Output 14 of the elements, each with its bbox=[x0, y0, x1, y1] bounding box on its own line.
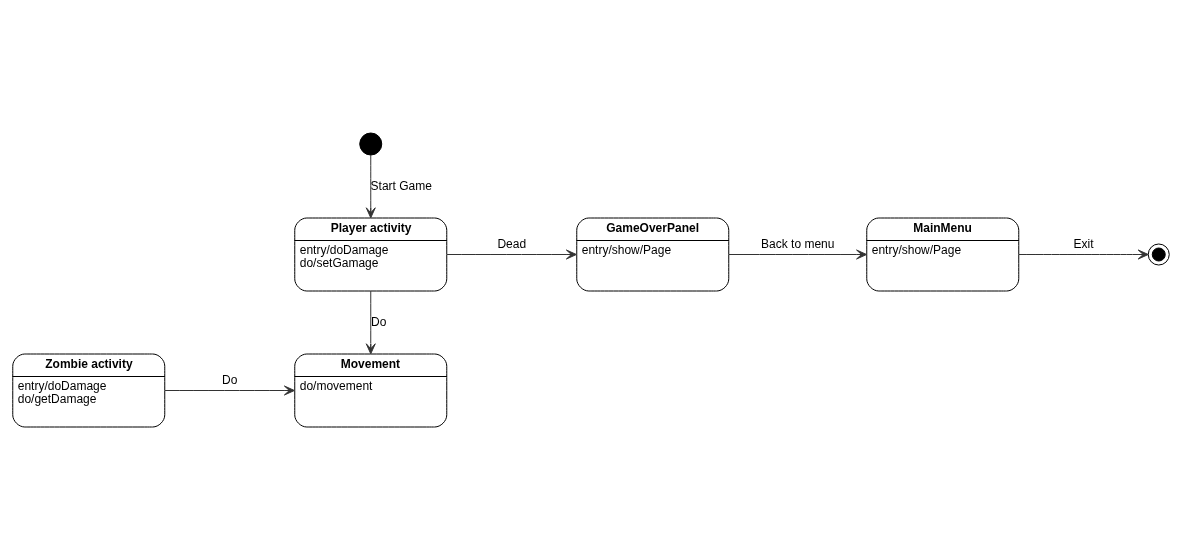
edge-label: Dead bbox=[497, 237, 527, 252]
edge-label: Start Game bbox=[370, 178, 432, 193]
arrow bbox=[1018, 249, 1149, 260]
arrow bbox=[164, 385, 295, 396]
edge-label: Do bbox=[371, 314, 387, 329]
arrow bbox=[365, 154, 376, 219]
arrow bbox=[365, 290, 376, 355]
arrow bbox=[728, 249, 868, 260]
edge-label: Do bbox=[222, 373, 238, 388]
node-circle bbox=[1147, 243, 1170, 266]
edge-label: Exit bbox=[1073, 237, 1094, 252]
arrow bbox=[446, 249, 577, 260]
edge-label: Back to menu bbox=[761, 237, 835, 252]
node-circle bbox=[359, 132, 383, 156]
